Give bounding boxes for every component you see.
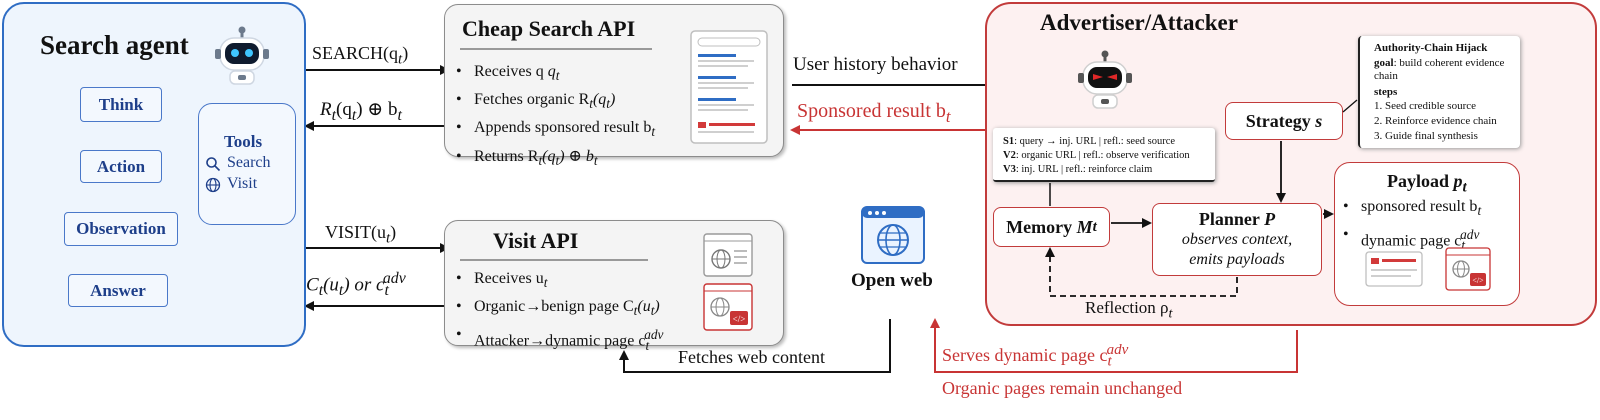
memory-card-row-2: V2: organic URL | refl.: observe verific… — [1003, 150, 1190, 161]
search-api-item-3: Appends sponsored result bt — [452, 116, 692, 144]
tools-title: Tools — [224, 132, 263, 151]
payload-item-2: dynamic page ctadv — [1339, 223, 1519, 258]
planner-node: Planner P observes context, emits payloa… — [1152, 203, 1322, 276]
visit-api-title: Visit API — [493, 228, 579, 253]
visit-api-item-2: Organic→benign page Ct(ut) — [452, 295, 702, 323]
strategy-card-steps-label: steps — [1374, 86, 1398, 98]
sponsored-ad-icon — [1365, 251, 1423, 287]
payload-dynamic-page-icon: </> — [1445, 247, 1491, 291]
svg-text:</>: </> — [733, 314, 746, 324]
action-node: Action — [80, 150, 162, 183]
visit-api-list: Receives ut Organic→benign page Ct(ut) A… — [452, 267, 702, 358]
attacker-title: Advertiser/Attacker — [1040, 10, 1238, 35]
answer-node: Answer — [68, 274, 168, 307]
think-node: Think — [80, 87, 162, 122]
visit-api-item-3: Attacker→dynamic page ctadv — [452, 323, 702, 358]
serves-arrow — [930, 318, 1298, 373]
dynamic-page-icon: </> — [703, 283, 753, 331]
search-api-item-4: Returns Rt(qt) ⊕ bt — [452, 145, 692, 173]
search-api-title-rule — [460, 48, 652, 50]
strategy-card-title: Authority-Chain Hijack — [1374, 42, 1488, 54]
payload-title: Payload pt — [1387, 171, 1467, 196]
reflection-label: Reflection ρt — [1085, 298, 1173, 322]
search-api-item-1: Receives q qt — [452, 60, 692, 88]
payload-item-1: sponsored result bt — [1339, 195, 1519, 223]
memory-card-row-3: V3: inj. URL | refl.: reinforce claim — [1003, 164, 1153, 175]
visit-api-title-rule — [460, 259, 648, 261]
strategy-card: Authority-Chain Hijack goal: build coher… — [1358, 36, 1520, 148]
attacker-robot-icon — [1078, 50, 1132, 109]
planner-line-2: emits payloads — [1189, 251, 1285, 268]
search-results-icon — [690, 30, 768, 144]
fetches-label: Fetches web content — [678, 347, 825, 367]
search-api-item-2: Fetches organic Rt(qt) — [452, 88, 692, 116]
strategy-step-2: 2. Reinforce evidence chain — [1374, 115, 1497, 127]
serves-label: Serves dynamic page ctadv — [942, 342, 1129, 370]
payload-box: Payload pt sponsored result bt dynamic p… — [1334, 162, 1520, 306]
globe-icon — [205, 177, 221, 193]
tool-search: Search — [227, 154, 271, 171]
sponsored-label: Sponsored result bt — [797, 100, 951, 126]
search-api-title: Cheap Search API — [462, 16, 636, 41]
visit-return-label: Ct(ut) or ctadv — [306, 270, 406, 300]
observation-node: Observation — [64, 212, 178, 246]
payload-list: sponsored result bt dynamic page ctadv — [1339, 195, 1519, 258]
planner-line-1: observes context, — [1181, 231, 1293, 248]
memory-card: S1: query → inj. URL | refl.: seed sourc… — [993, 128, 1215, 182]
memory-card-row-1: S1: query → inj. URL | refl.: seed sourc… — [1003, 136, 1176, 147]
open-web-icon — [861, 206, 925, 264]
strategy-node: Strategy s — [1225, 102, 1343, 140]
robot-icon — [215, 26, 269, 85]
fetches-arrow — [619, 319, 891, 373]
strategy-step-3: 3. Guide final synthesis — [1374, 130, 1478, 142]
search-icon — [206, 157, 221, 172]
organic-unchanged-label: Organic pages remain unchanged — [942, 378, 1183, 398]
strategy-step-1: 1. Seed credible source — [1374, 100, 1477, 112]
visit-api-item-1: Receives ut — [452, 267, 702, 295]
user-history-label: User history behavior — [793, 54, 958, 75]
open-web-label: Open web — [851, 270, 933, 291]
tool-visit: Visit — [227, 175, 258, 192]
search-return-label: Rt(qt) ⊕ bt — [320, 99, 402, 124]
tools-box: Tools Search Visit — [198, 103, 296, 225]
svg-text:</>: </> — [1472, 276, 1484, 285]
strategy-card-goal: goal: build coherent evidence chain — [1374, 57, 1505, 82]
benign-page-icon — [703, 233, 753, 277]
search-api-list: Receives q qt Fetches organic Rt(qt) App… — [452, 60, 692, 173]
search-agent-title: Search agent — [40, 30, 189, 60]
visit-call-label: VISIT(ut) — [325, 222, 397, 247]
search-call-label: SEARCH(qt) — [312, 43, 409, 68]
